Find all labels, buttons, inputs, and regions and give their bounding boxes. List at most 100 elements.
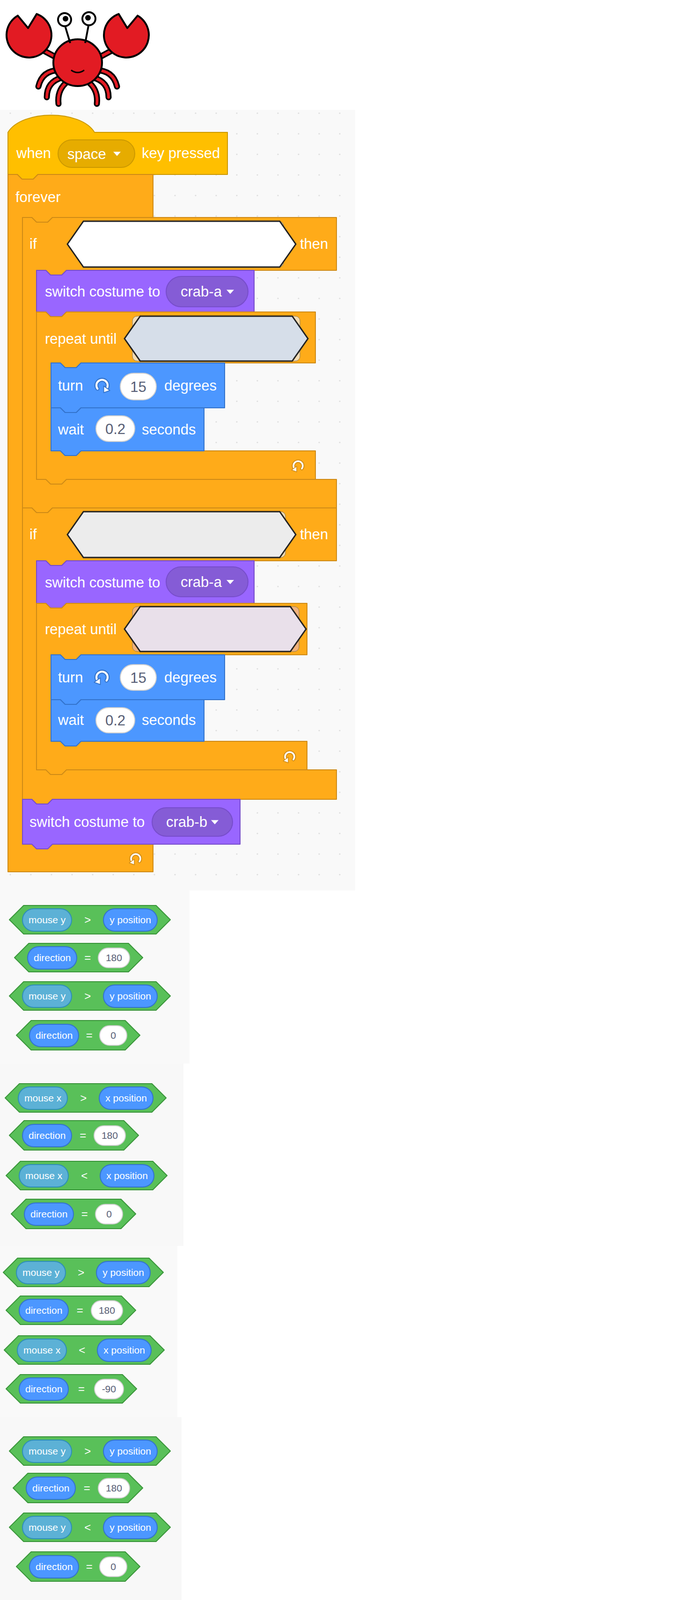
operator-symbol: <: [84, 1522, 91, 1535]
costume-block: crab-aswitch costume to: [36, 270, 255, 313]
number-input: 0: [99, 1026, 127, 1046]
block-shape: [95, 416, 135, 442]
block-label: wait: [58, 713, 84, 728]
block-shape: [36, 561, 255, 609]
input-value: 0.2: [105, 713, 126, 729]
sensing-reporter: mouse x: [18, 1087, 68, 1111]
block-label: y position: [102, 1268, 145, 1279]
operator-symbol: >: [77, 1267, 85, 1279]
block-shape: [98, 948, 130, 969]
operator-symbol: =: [81, 1209, 88, 1221]
sensing-reporter: mouse y: [22, 1517, 72, 1540]
input-value: 180: [105, 1483, 123, 1494]
motion-reporter: direction: [19, 1378, 69, 1402]
motion-reporter: direction: [27, 947, 77, 970]
input-value: -90: [102, 1384, 117, 1395]
block-label: direction: [25, 1306, 63, 1316]
operator-symbol: =: [76, 1305, 84, 1317]
block-label: mouse x: [24, 1093, 62, 1104]
block-label: mouse y: [28, 915, 66, 926]
block-label: turn: [58, 670, 83, 686]
block-label: degrees: [164, 378, 217, 394]
boolean-operator-block: mouse x x position >: [5, 1084, 167, 1113]
block-shape: [166, 276, 249, 307]
block-label: x position: [103, 1345, 146, 1356]
input-value: 15: [130, 379, 147, 395]
motion-reporter: direction: [19, 1300, 69, 1323]
number-input: 180: [94, 1126, 126, 1147]
palette-panel: [0, 1064, 184, 1247]
block-shape: [4, 1336, 165, 1366]
block-label: seconds: [141, 713, 196, 728]
input-value: 0: [106, 1209, 112, 1220]
number-input: 0: [95, 1205, 123, 1225]
block-shape: [98, 1479, 130, 1499]
motion-reporter: direction: [24, 1203, 74, 1227]
block-label: repeat until: [44, 331, 117, 347]
block-shape: [99, 1087, 154, 1111]
block-shape: [91, 1301, 123, 1322]
block-shape: [22, 217, 337, 513]
boolean-operator-block: direction180=: [6, 1296, 136, 1326]
block-shape: [51, 655, 225, 705]
operator-symbol: =: [83, 1483, 91, 1495]
motion-reporter: direction: [22, 1125, 72, 1148]
block-label: x position: [105, 1093, 147, 1104]
motion-reporter: x position: [97, 1339, 152, 1363]
block-label: key pressed: [141, 146, 220, 161]
block-shape: [96, 1262, 151, 1285]
block-label: seconds: [141, 422, 196, 438]
block-shape: [103, 1517, 158, 1540]
costume-block: crab-bswitch costume to: [22, 799, 241, 845]
boolean-operator-block: direction0=: [16, 1021, 140, 1051]
block-label: degrees: [164, 670, 217, 686]
number-input: 15: [120, 665, 157, 691]
block-label: when: [16, 146, 52, 161]
operator-symbol: =: [86, 1030, 93, 1042]
block-shape: [95, 708, 135, 734]
sensing-reporter: mouse y: [22, 909, 72, 932]
boolean-operator-block: direction 180 =: [13, 1474, 143, 1504]
palette-panel: [0, 1246, 178, 1418]
empty-boolean-slot: [67, 511, 296, 558]
motion-reporter: direction: [26, 1477, 76, 1501]
block-shape: [22, 508, 337, 805]
operator-symbol: >: [84, 914, 91, 927]
block-shape: [9, 1437, 171, 1467]
block-label: mouse y: [22, 1268, 60, 1279]
block-label: mouse y: [28, 991, 66, 1002]
block-shape: [27, 947, 77, 970]
block-shape: [3, 1258, 164, 1288]
block-label: y position: [109, 915, 152, 926]
boolean-operator-block: mouse yy position>: [9, 1437, 171, 1467]
block-shape: [9, 1513, 171, 1543]
dropdown-arrow: [226, 290, 234, 295]
repeat-until-block: 15turndegrees0.2waitsecondsrepeat until: [36, 312, 316, 480]
input-value: 15: [130, 670, 147, 686]
loop-arrow: [283, 752, 295, 764]
motion-reporter: y position: [103, 1517, 158, 1540]
block-shape: [103, 909, 158, 932]
block-shape: [94, 1126, 126, 1147]
costume-dropdown: crab-a: [166, 276, 249, 307]
if-block: crab-aswitch costume to15turndegrees0.2w…: [22, 508, 337, 800]
if-block: crab-aswitch costume to15turndegrees0.2w…: [22, 217, 337, 509]
block-shape: [22, 799, 241, 850]
block-label: direction: [28, 1131, 66, 1141]
operator-symbol: >: [80, 1093, 87, 1105]
block-shape: [152, 808, 233, 837]
motion-reporter: direction: [29, 1556, 79, 1579]
operator-symbol: =: [79, 1130, 87, 1142]
boolean-operator-block: mouse xx position<: [4, 1336, 165, 1366]
block-shape: [103, 1440, 158, 1464]
block-label: crab-a: [180, 284, 222, 300]
block-shape: [97, 1339, 152, 1363]
block-shape: [6, 1296, 136, 1326]
block-shape: [13, 1474, 143, 1504]
key-dropdown: space: [58, 139, 135, 168]
block-shape: [16, 1021, 140, 1051]
block-shape: [22, 1440, 72, 1464]
block-shape: [19, 1378, 69, 1402]
block-label: if: [29, 527, 37, 542]
